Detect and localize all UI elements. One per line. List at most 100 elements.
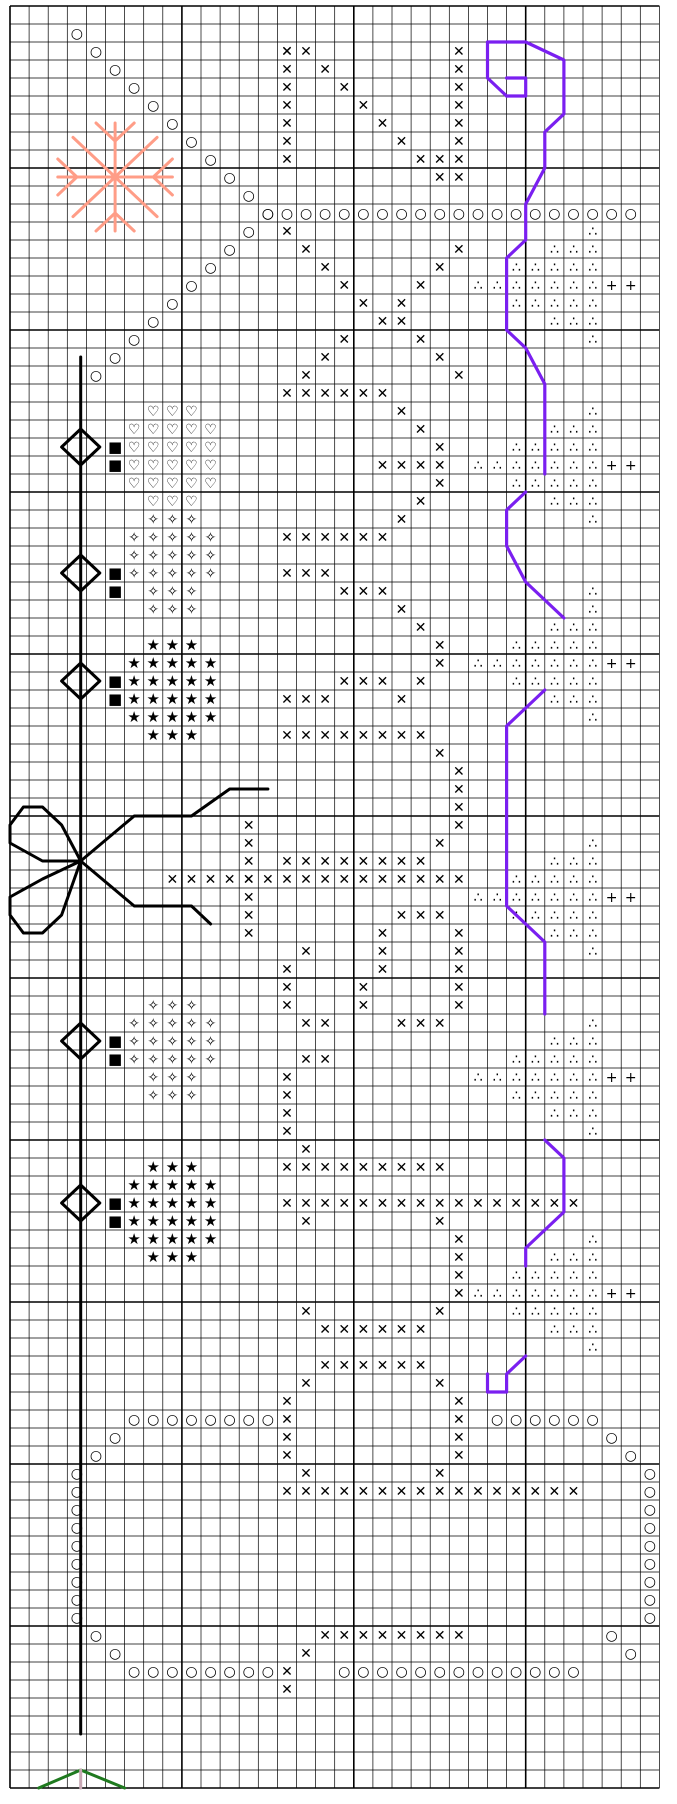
circle-symbol: ○ [224, 242, 236, 258]
cross-symbol: ✕ [396, 314, 408, 330]
cross-symbol: ✕ [300, 692, 312, 708]
heart-symbol: ♡ [204, 458, 217, 474]
circle-symbol: ○ [243, 224, 255, 240]
cross-symbol: ✕ [415, 854, 427, 870]
circle-symbol: ○ [395, 1664, 407, 1680]
cross-symbol: ✕ [510, 1484, 522, 1500]
cross-symbol: ✕ [300, 1376, 312, 1392]
triad-symbol: ∴ [493, 890, 502, 906]
cross-symbol: ✕ [243, 872, 255, 888]
star-symbol: ★ [147, 1194, 160, 1212]
heart-symbol: ♡ [147, 404, 160, 420]
star-symbol: ★ [185, 1248, 198, 1266]
triad-symbol: ∴ [493, 458, 502, 474]
heart-symbol: ♡ [185, 404, 198, 420]
plus-symbol: + [625, 890, 637, 906]
cross-symbol: ✕ [415, 674, 427, 690]
triad-symbol: ∴ [550, 242, 559, 258]
star-symbol: ★ [185, 654, 198, 672]
star-symbol: ★ [147, 1176, 160, 1194]
circle-symbol: ○ [395, 206, 407, 222]
triad-symbol: ∴ [569, 278, 578, 294]
cross-symbol: ✕ [453, 80, 465, 96]
square-symbol: ■ [108, 1212, 122, 1230]
circle-symbol: ○ [281, 206, 293, 222]
diamond-symbol: ✧ [128, 1034, 140, 1050]
star-symbol: ★ [147, 672, 160, 690]
star-symbol: ★ [185, 636, 198, 654]
circle-symbol: ○ [90, 1448, 102, 1464]
circle-symbol: ○ [586, 206, 598, 222]
star-symbol: ★ [185, 1176, 198, 1194]
cross-symbol: ✕ [300, 386, 312, 402]
star-symbol: ★ [185, 690, 198, 708]
cross-symbol: ✕ [396, 1484, 408, 1500]
cross-symbol: ✕ [281, 980, 293, 996]
snowflake-icon [115, 137, 157, 177]
triad-symbol: ∴ [569, 638, 578, 654]
cross-symbol: ✕ [434, 260, 446, 276]
triad-symbol: ∴ [512, 872, 521, 888]
cross-symbol: ✕ [396, 296, 408, 312]
circle-symbol: ○ [224, 1412, 236, 1428]
cross-symbol: ✕ [396, 404, 408, 420]
cross-symbol: ✕ [243, 890, 255, 906]
triad-symbol: ∴ [569, 1268, 578, 1284]
triad-symbol: ∴ [569, 440, 578, 456]
cross-symbol: ✕ [453, 98, 465, 114]
triad-symbol: ∴ [493, 1286, 502, 1302]
triad-symbol: ∴ [588, 512, 597, 528]
cross-symbol: ✕ [300, 1484, 312, 1500]
triad-symbol: ∴ [569, 476, 578, 492]
cross-symbol: ✕ [396, 854, 408, 870]
triad-symbol: ∴ [569, 854, 578, 870]
triad-symbol: ∴ [550, 1304, 559, 1320]
triad-symbol: ∴ [550, 458, 559, 474]
diamond-symbol: ✧ [166, 530, 178, 546]
triad-symbol: ∴ [588, 1250, 597, 1266]
cross-symbol: ✕ [415, 1016, 427, 1032]
triad-symbol: ∴ [512, 638, 521, 654]
triad-symbol: ∴ [550, 1106, 559, 1122]
circle-symbol: ○ [510, 1412, 522, 1428]
cross-symbol: ✕ [281, 1394, 293, 1410]
square-symbol: ■ [108, 1194, 122, 1212]
cross-symbol: ✕ [453, 62, 465, 78]
triad-symbol: ∴ [569, 1034, 578, 1050]
triad-symbol: ∴ [550, 638, 559, 654]
cross-symbol: ✕ [415, 1160, 427, 1176]
cross-symbol: ✕ [453, 1196, 465, 1212]
cross-symbol: ✕ [434, 440, 446, 456]
circle-symbol: ○ [90, 368, 102, 384]
circle-symbol: ○ [625, 1646, 637, 1662]
diamond-symbol: ✧ [147, 998, 159, 1014]
plus-symbol: + [606, 458, 618, 474]
circle-symbol: ○ [204, 260, 216, 276]
cross-symbol: ✕ [377, 116, 389, 132]
triad-symbol: ∴ [550, 1088, 559, 1104]
cross-symbol: ✕ [453, 944, 465, 960]
cross-symbol: ✕ [281, 962, 293, 978]
cross-symbol: ✕ [338, 386, 350, 402]
diamond-symbol: ✧ [128, 1052, 140, 1068]
triad-symbol: ∴ [531, 638, 540, 654]
cross-symbol: ✕ [453, 1448, 465, 1464]
cross-symbol: ✕ [434, 1196, 446, 1212]
cross-symbol: ✕ [396, 1628, 408, 1644]
cross-symbol: ✕ [319, 1196, 331, 1212]
cross-symbol: ✕ [243, 854, 255, 870]
triad-symbol: ∴ [588, 224, 597, 240]
plus-symbol: + [625, 458, 637, 474]
diamond-symbol: ✧ [205, 1034, 217, 1050]
cross-symbol: ✕ [281, 728, 293, 744]
triad-symbol: ∴ [588, 638, 597, 654]
plus-symbol: + [625, 278, 637, 294]
diamond-symbol: ✧ [128, 548, 140, 564]
cross-symbol: ✕ [415, 278, 427, 294]
cross-symbol: ✕ [415, 458, 427, 474]
star-symbol: ★ [166, 1248, 179, 1266]
triad-symbol: ∴ [588, 674, 597, 690]
triad-symbol: ∴ [569, 1106, 578, 1122]
circle-symbol: ○ [147, 314, 159, 330]
cross-symbol: ✕ [453, 170, 465, 186]
